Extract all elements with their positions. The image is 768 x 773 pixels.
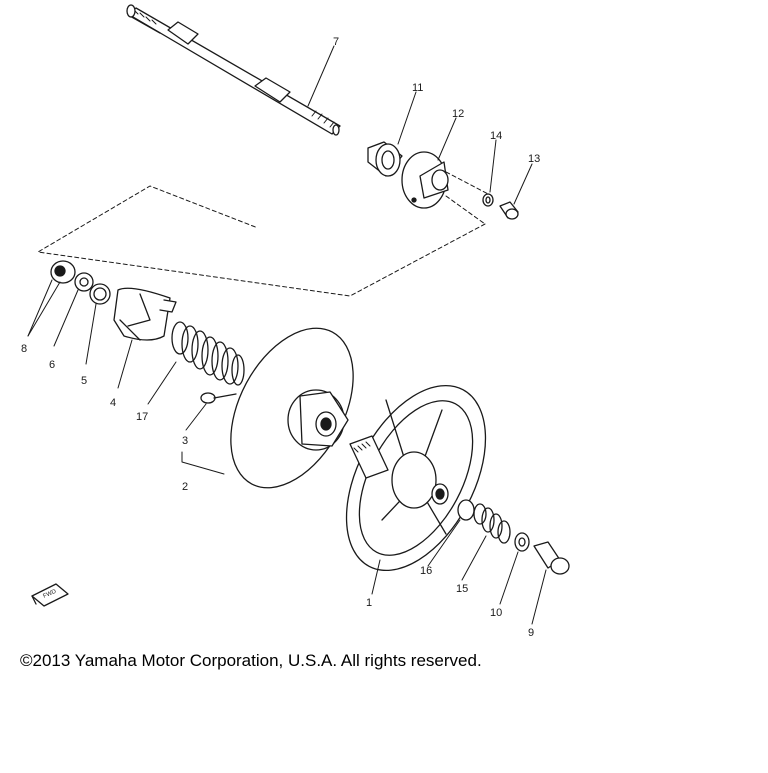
- callout-4: 4: [110, 397, 116, 409]
- callout-6: 6: [49, 359, 55, 371]
- part-7-shaft: [126, 4, 341, 136]
- fwd-label: FWD: [42, 589, 58, 600]
- part-10-washer: [514, 532, 530, 552]
- part-13-bolt: [499, 201, 519, 220]
- part-3-pin: [200, 392, 237, 404]
- part-4-cam-bracket: [113, 287, 177, 341]
- part-2-sliding-sheave: [230, 327, 354, 489]
- callout-3: 3: [182, 435, 188, 447]
- callout-12: 12: [452, 108, 464, 120]
- part-14-washer: [482, 193, 494, 207]
- callout-15: 15: [456, 583, 468, 595]
- part-11-bearing: [367, 141, 403, 177]
- part-16-roller: [457, 499, 475, 521]
- part-15-spring: [473, 503, 511, 544]
- part-17-spring: [171, 321, 245, 386]
- callout-8: 8: [21, 343, 27, 355]
- callout-9: 9: [528, 627, 534, 639]
- callout-17: 17: [136, 411, 148, 423]
- assembly-guide-line: [445, 171, 493, 197]
- callout-13: 13: [528, 153, 540, 165]
- part-5-washer: [89, 283, 111, 305]
- callout-7: 7: [333, 36, 339, 48]
- callout-5: 5: [81, 375, 87, 387]
- part-8-nut: [50, 260, 76, 284]
- part-1-fixed-sheave: [345, 384, 487, 572]
- callout-2: 2: [182, 481, 188, 493]
- part-6-washer: [74, 272, 94, 292]
- leader-lines: [27, 45, 547, 625]
- callout-10: 10: [490, 607, 502, 619]
- callout-16: 16: [420, 565, 432, 577]
- part-9-bolt: [533, 541, 570, 575]
- fwd-arrow-icon: FWD: [31, 583, 69, 607]
- assembly-guide-line: [445, 195, 486, 225]
- assembly-boundary-line: [37, 185, 486, 297]
- copyright-notice: ©2013 Yamaha Motor Corporation, U.S.A. A…: [20, 651, 482, 670]
- callout-11: 11: [412, 82, 423, 94]
- callout-14: 14: [490, 130, 502, 142]
- callout-1: 1: [366, 597, 372, 609]
- part-12-flange: [401, 151, 449, 209]
